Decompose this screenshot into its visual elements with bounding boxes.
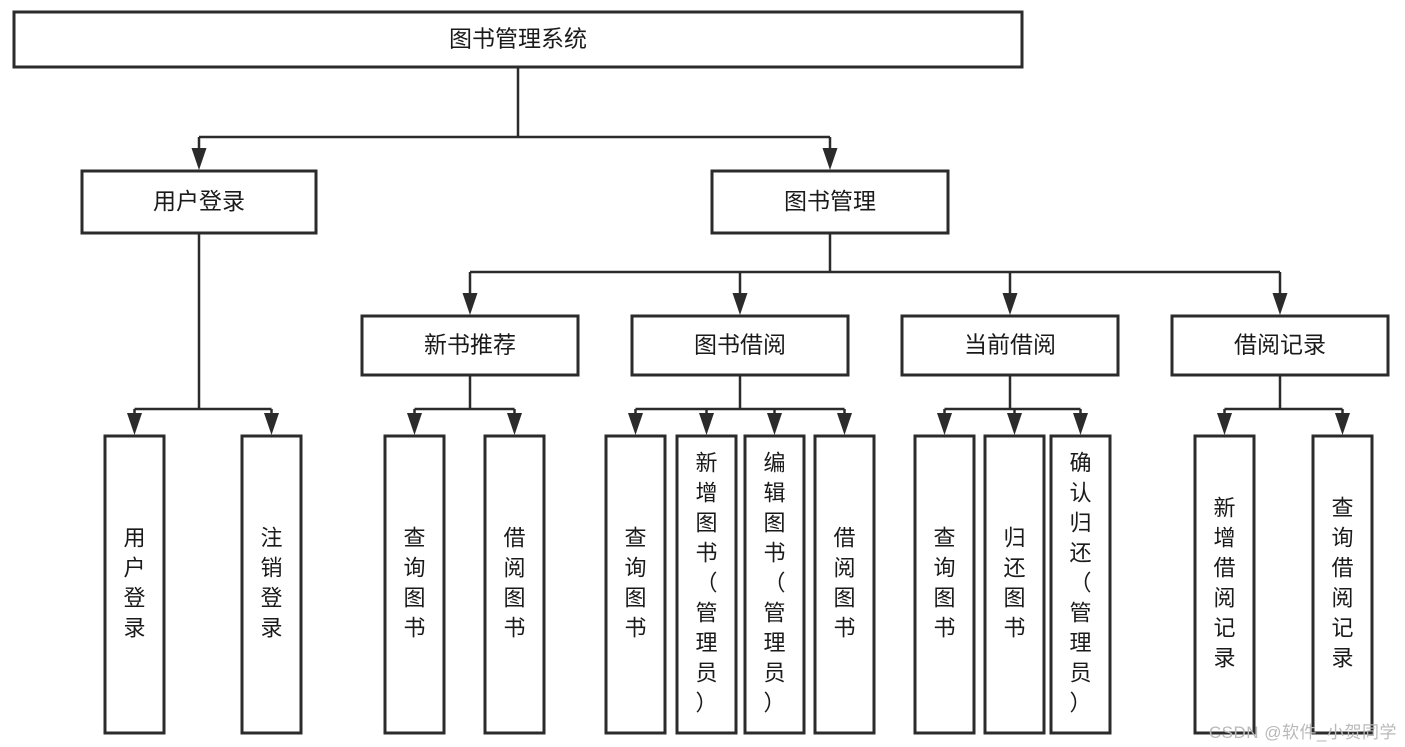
edge-group-borrow xyxy=(628,375,852,435)
node-box[interactable] xyxy=(240,434,303,735)
node-l-query3[interactable]: 查询图书 xyxy=(913,434,976,735)
node-l-addrec[interactable]: 新增借阅记录 xyxy=(1193,434,1256,735)
node-box[interactable] xyxy=(630,314,850,377)
node-label: 图书借阅 xyxy=(694,332,786,358)
node-label: 当前借阅 xyxy=(964,332,1056,358)
node-box[interactable] xyxy=(383,434,446,735)
node-box[interactable] xyxy=(604,434,667,735)
node-label: 用户登录 xyxy=(153,188,245,214)
node-label: 编辑图书（管理员） xyxy=(763,450,785,715)
node-l-borrow1[interactable]: 借阅图书 xyxy=(483,434,546,735)
nodes-layer: 图书管理系统用户登录图书管理新书推荐图书借阅当前借阅借阅记录用户登录注销登录查询… xyxy=(12,10,1390,735)
node-label: 图书管理 xyxy=(784,188,876,214)
node-box[interactable] xyxy=(12,10,1024,69)
node-box[interactable] xyxy=(80,169,318,235)
node-label: 用户登录 xyxy=(123,525,145,640)
node-current[interactable]: 当前借阅 xyxy=(900,314,1120,377)
node-l-addbook[interactable]: 新增图书（管理员） xyxy=(675,434,738,735)
node-bookmgmt[interactable]: 图书管理 xyxy=(710,169,950,235)
node-box[interactable] xyxy=(1193,434,1256,735)
node-l-query1[interactable]: 查询图书 xyxy=(383,434,446,735)
node-l-logout[interactable]: 注销登录 xyxy=(240,434,303,735)
node-label: 查询借阅记录 xyxy=(1331,495,1353,670)
node-box[interactable] xyxy=(1170,314,1390,377)
node-newbook[interactable]: 新书推荐 xyxy=(360,314,580,377)
node-label: 确认归还（管理员） xyxy=(1069,450,1091,715)
node-label: 查询图书 xyxy=(933,525,955,640)
edge-group-bookmgmt xyxy=(462,233,1288,315)
node-l-confirm[interactable]: 确认归还（管理员） xyxy=(1049,434,1112,735)
watermark-label: CSDN @软件_小贺同学 xyxy=(1208,723,1397,742)
edge-group-root xyxy=(191,67,838,170)
edges-layer xyxy=(127,67,1350,435)
node-label: 图书管理系统 xyxy=(449,26,587,52)
edge-group-current xyxy=(937,375,1088,435)
node-box[interactable] xyxy=(983,434,1046,735)
node-box[interactable] xyxy=(360,314,580,377)
node-box[interactable] xyxy=(913,434,976,735)
node-box[interactable] xyxy=(1311,434,1374,735)
node-label: 注销登录 xyxy=(260,525,282,640)
edge-group-records xyxy=(1217,375,1350,435)
node-label: 新增借阅记录 xyxy=(1213,495,1235,670)
node-records[interactable]: 借阅记录 xyxy=(1170,314,1390,377)
edge-group-newbook xyxy=(407,375,522,435)
node-l-queryrec[interactable]: 查询借阅记录 xyxy=(1311,434,1374,735)
node-l-userlogin[interactable]: 用户登录 xyxy=(103,434,166,735)
node-root[interactable]: 图书管理系统 xyxy=(12,10,1024,69)
node-l-return[interactable]: 归还图书 xyxy=(983,434,1046,735)
node-label: 新书推荐 xyxy=(424,332,516,358)
node-box[interactable] xyxy=(483,434,546,735)
node-box[interactable] xyxy=(675,434,738,735)
node-box[interactable] xyxy=(900,314,1120,377)
node-label: 借阅图书 xyxy=(503,525,525,640)
node-box[interactable] xyxy=(103,434,166,735)
node-l-borrow2[interactable]: 借阅图书 xyxy=(813,434,876,735)
node-box[interactable] xyxy=(1049,434,1112,735)
node-box[interactable] xyxy=(710,169,950,235)
node-label: 新增图书（管理员） xyxy=(695,450,717,715)
node-borrow[interactable]: 图书借阅 xyxy=(630,314,850,377)
node-l-query2[interactable]: 查询图书 xyxy=(604,434,667,735)
node-label: 查询图书 xyxy=(403,525,425,640)
edge-group-login xyxy=(127,233,279,435)
node-box[interactable] xyxy=(743,434,806,735)
node-label: 借阅记录 xyxy=(1234,332,1326,358)
node-l-editbook[interactable]: 编辑图书（管理员） xyxy=(743,434,806,735)
node-label: 归还图书 xyxy=(1003,525,1025,640)
node-box[interactable] xyxy=(813,434,876,735)
node-login[interactable]: 用户登录 xyxy=(80,169,318,235)
node-label: 查询图书 xyxy=(624,525,646,640)
node-label: 借阅图书 xyxy=(833,525,855,640)
